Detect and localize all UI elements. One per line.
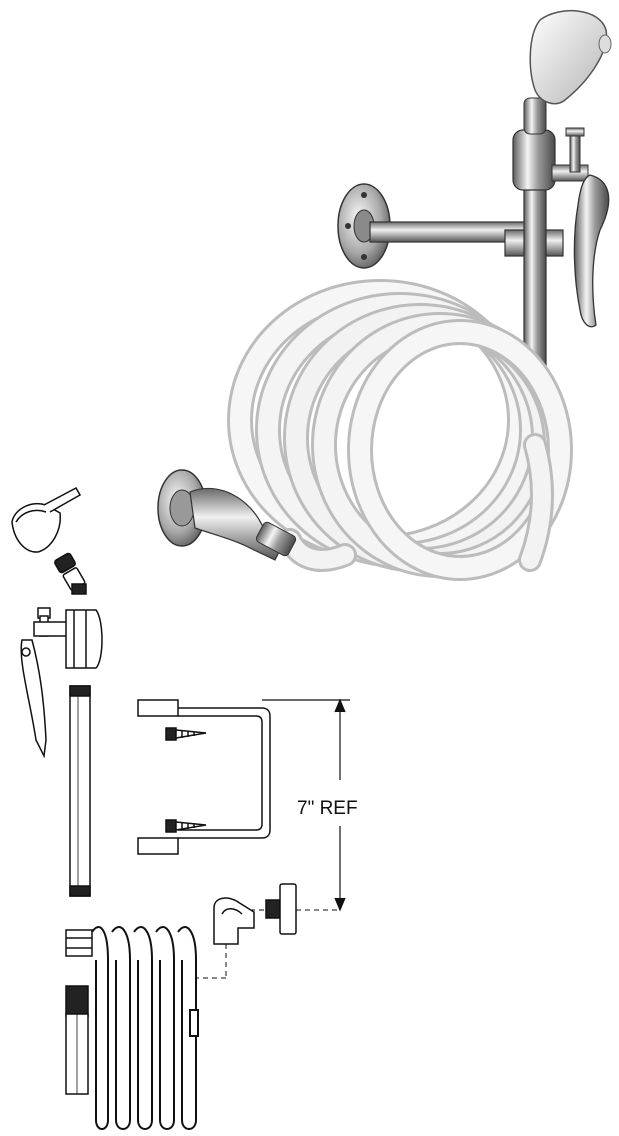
exploded-diagram	[11, 486, 350, 1130]
dimension-line	[262, 698, 350, 912]
diagram-hose-coil	[91, 926, 199, 1130]
diagram-elbow	[213, 897, 255, 945]
diagram-swivel	[54, 552, 87, 595]
diagram-bracket	[137, 699, 271, 855]
diagram-union-nut	[65, 929, 93, 1095]
spray-neck	[523, 97, 547, 135]
diagram-flange	[265, 883, 297, 935]
valve-cap	[569, 131, 581, 173]
diagram-pipe	[69, 685, 91, 897]
lower-wall-flange	[157, 469, 297, 561]
diagram-dashed-lines	[196, 909, 338, 979]
diagram-spray-head	[11, 486, 82, 553]
coiled-hose	[227, 279, 573, 581]
diagram-valve	[20, 607, 103, 759]
dimension-label: 7" REF	[297, 798, 358, 819]
diagram-screw-lower	[165, 819, 207, 833]
valve-body	[512, 129, 556, 191]
spray-head	[529, 9, 608, 105]
valve-cap-top	[565, 127, 585, 137]
diagram-screw-upper	[165, 727, 207, 741]
lower-coupling	[255, 521, 297, 557]
lever-handle	[573, 174, 610, 328]
assembled-unit	[157, 9, 612, 581]
wall-arm	[369, 221, 529, 243]
